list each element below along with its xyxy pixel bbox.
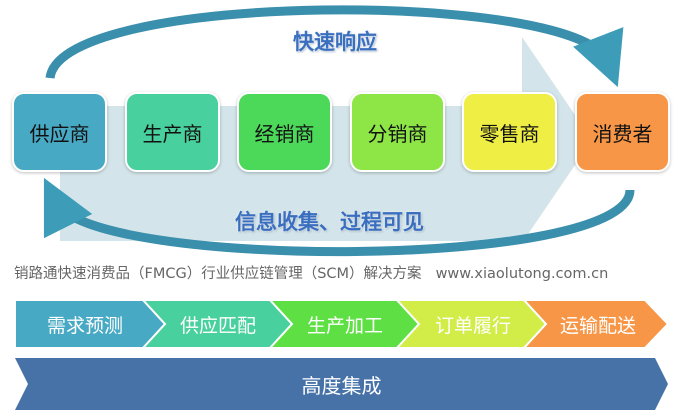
integration-bar [15, 358, 668, 410]
process-step-label: 订单履行 [434, 314, 511, 337]
caption-text: 销路通快速消费品（FMCG）行业供应链管理（SCM）解决方案 [14, 266, 422, 282]
process-chevron [521, 299, 670, 349]
chain-box-consumer: 消费者 [575, 92, 670, 172]
process-step-label: 生产加工 [306, 314, 383, 337]
chain-box-distributor: 经销商 [237, 92, 332, 172]
integration-label: 高度集成 [301, 373, 382, 398]
chain-box-supplier: 供应商 [12, 92, 107, 172]
chain-box-subdistributor: 分销商 [350, 92, 445, 172]
bottom-banner: 信息收集、过程可见 [235, 210, 424, 234]
process-step-label: 供应匹配 [179, 314, 256, 337]
process-step-label: 运输配送 [559, 314, 636, 337]
chain-box-manufacturer: 生产商 [125, 92, 220, 172]
caption: 销路通快速消费品（FMCG）行业供应链管理（SCM）解决方案 www.xiaolu… [14, 262, 608, 283]
process-step-label: 需求预测 [46, 314, 123, 337]
top-cycle-arrow [45, 5, 624, 88]
top-banner: 快速响应 [293, 30, 377, 54]
bottom-cycle-arrow [43, 177, 635, 257]
chain-box-retailer: 零售商 [462, 92, 557, 172]
caption-url: www.xiaolutong.com.cn [435, 266, 609, 282]
